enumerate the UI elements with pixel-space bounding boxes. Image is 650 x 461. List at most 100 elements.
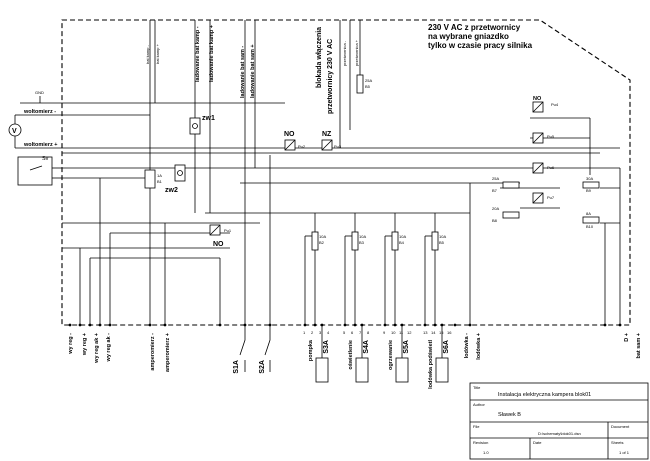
- terminal-number: 8: [367, 330, 370, 335]
- title-value: Instalacja elektryczna kampera blok01: [498, 392, 591, 398]
- label-ladowanie-bat-kamp-minus: ladowanie bat kamp -: [195, 26, 201, 82]
- terminal-number: 12: [407, 330, 412, 335]
- label-przetwornica-plus: przetwornica +: [354, 39, 359, 66]
- fuse-label-4: 10A: [359, 234, 366, 239]
- ac-note-line-2: na wybrane gniazdko: [428, 32, 509, 41]
- terminal-dot: [98, 323, 102, 327]
- label-bat-kamp-minus: bat kamp -: [145, 44, 150, 64]
- fuse-label-0: 25A: [365, 78, 372, 83]
- fuse-label-3-name: B2: [319, 240, 325, 245]
- bottom-label-wy-reg-plus: wy reg +: [82, 333, 88, 356]
- no1-label: NO: [284, 131, 295, 138]
- terminal-dot: [353, 323, 357, 327]
- fuse-label-9-name: B9: [586, 188, 592, 193]
- terminal-dot: [433, 323, 437, 327]
- bottom-label-s2a: S2A: [259, 360, 266, 374]
- bottom-label-amperomierz-minus: amperomierz -: [150, 333, 156, 371]
- relay-zw1: [189, 117, 201, 135]
- no-pu4-label: NO: [533, 96, 542, 102]
- terminal-dot: [618, 323, 622, 327]
- fuse-label-9: 30A: [586, 176, 593, 181]
- voltmeter-letter: V: [12, 128, 17, 135]
- zw2-label: zw2: [165, 187, 178, 194]
- fuse-label-5-name: B4: [399, 240, 405, 245]
- relay-pu5: [532, 132, 544, 144]
- pu2-label: Pu2: [298, 144, 306, 149]
- bottom-label-lodowka-podswietl: lodówka podświetl: [428, 340, 434, 389]
- terminal-number: 14: [431, 330, 436, 335]
- switch-sv-box: [17, 156, 53, 186]
- terminal-number: 6: [351, 330, 354, 335]
- pu1-label: Pu1: [224, 228, 232, 233]
- bottom-label-s3a: S3A: [323, 340, 330, 354]
- relay-nz-pu3: [321, 139, 333, 151]
- switches: [239, 325, 449, 383]
- fuse-label-1-name: B1: [157, 179, 163, 184]
- terminal-dot: [343, 323, 347, 327]
- pu7-label: Pu7: [547, 195, 555, 200]
- terminal-dot: [108, 323, 112, 327]
- ac-note-line-3: tylko w czasie pracy silnika: [428, 41, 533, 50]
- bottom-label-wy-reg-ak-minus: wy reg ak -: [106, 333, 112, 363]
- terminal-number: 1: [303, 330, 306, 335]
- zw1-label: zw1: [202, 115, 215, 122]
- fuse-row: [304, 213, 439, 325]
- fuse-label-6-name: B5: [439, 240, 445, 245]
- bottom-label-lodowka-plus: lodówka +: [476, 333, 482, 360]
- bottom-label-bat-sam-plus: bat sam +: [636, 333, 642, 359]
- relay-pu6: [532, 162, 544, 174]
- file-value: D:\schematy\blok01.dsn: [538, 431, 581, 436]
- bottom-label-s1a: S1A: [233, 360, 240, 374]
- terminal-number: 7: [359, 330, 362, 335]
- right-fuses: [502, 181, 600, 224]
- bottom-label-ogrzewanie: ogrzewanie: [388, 340, 394, 370]
- label-ladowanie-bat-kamp-plus: ladowanie bat kamp +: [209, 25, 215, 82]
- no2-label: NO: [213, 241, 224, 248]
- pu5-label: Pu5: [547, 134, 555, 139]
- pu4-label: Pu4: [551, 102, 559, 107]
- top-vertical-labels: bat kamp - bat kamp + ladowanie bat kamp…: [145, 25, 359, 114]
- label-przetwornicy-230: przetwornicy 230 V AC: [327, 39, 334, 114]
- relay-pu4: [532, 101, 544, 113]
- terminal-number: 13: [423, 330, 428, 335]
- bottom-label-pompka: pompka: [308, 339, 314, 361]
- title-block: Title Instalacja elektryczna kampera blo…: [469, 382, 649, 460]
- label-ladowanie-bat-sam-minus: ladowanie bat sam -: [240, 46, 246, 98]
- label-przetwornica-minus: przetwornica -: [342, 40, 347, 66]
- relay-labels: zw1 zw2 NO NZ NO NO Pu1 Pu2 Pu3 Pu4 Pu5 …: [165, 96, 559, 248]
- sheets-label: Sheets: [611, 440, 623, 445]
- terminal-number: 10: [391, 330, 396, 335]
- bottom-label-d-plus: D +: [624, 333, 630, 342]
- bottom-terminals: [68, 323, 622, 327]
- author-value: Sławek B: [498, 412, 521, 418]
- terminal-number: 9: [383, 330, 386, 335]
- gnd-label: GND: [35, 90, 44, 95]
- terminal-number: 16: [447, 330, 452, 335]
- fuse-label-5: 10A: [399, 234, 406, 239]
- terminal-dot: [423, 323, 427, 327]
- bottom-label-wy-reg-ak-plus: wy reg ak +: [94, 333, 100, 364]
- terminal-number: 11: [399, 330, 404, 335]
- nz-label: NZ: [322, 131, 332, 138]
- pu6-label: Pu6: [547, 165, 555, 170]
- relay-pu7: [532, 192, 544, 204]
- ac-note-line-1: 230 V AC z przetwornicy: [428, 23, 521, 32]
- revision-value: 1.0: [483, 450, 489, 455]
- fuse-label-0-name: B5: [365, 84, 371, 89]
- fuse-label-10-name: B10: [586, 224, 594, 229]
- file-label: File: [473, 424, 480, 429]
- terminal-number: 2: [311, 330, 314, 335]
- bottom-label-s5a: S5A: [403, 340, 410, 354]
- title-label: Title: [473, 385, 481, 390]
- terminal-dot: [453, 323, 457, 327]
- woltomierz-plus-label: woltomierz +: [23, 142, 57, 148]
- terminal-number: 15: [439, 330, 444, 335]
- terminal-dot: [68, 323, 72, 327]
- terminal-dot: [78, 323, 82, 327]
- bottom-label-wy-reg-minus: wy reg -: [68, 333, 74, 355]
- terminal-dot: [603, 323, 607, 327]
- sheets-value: 1 of 1: [619, 450, 630, 455]
- label-bat-kamp-plus: bat kamp +: [155, 43, 160, 64]
- fuse-label-7: 25A: [492, 176, 499, 181]
